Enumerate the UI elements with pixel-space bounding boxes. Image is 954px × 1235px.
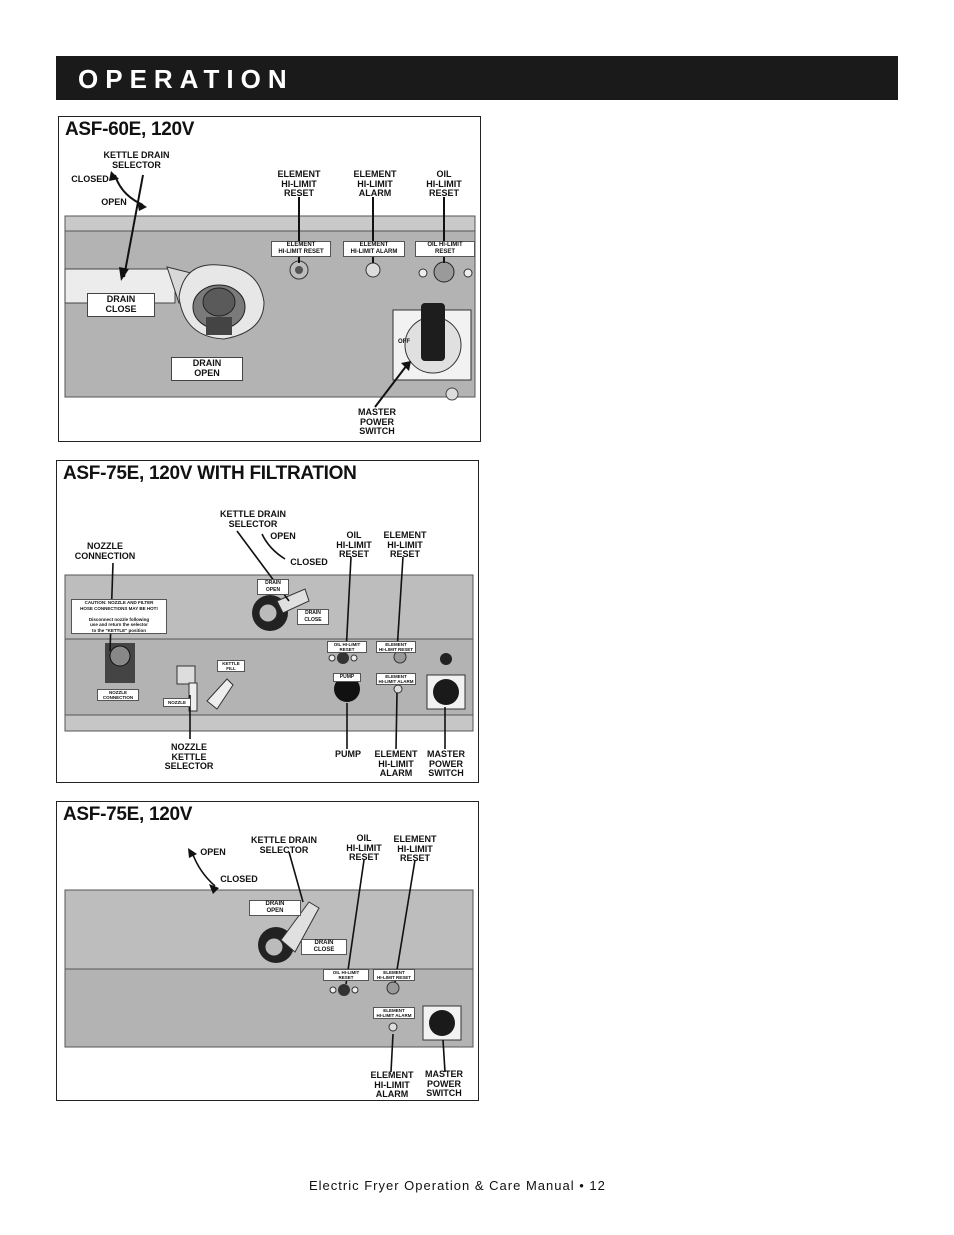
section-header-bar: OPERATION bbox=[56, 56, 898, 100]
figure-title: ASF-60E, 120V bbox=[65, 119, 195, 140]
plate-kettle-fill: KETTLE FILL bbox=[217, 660, 245, 672]
label-oil-hi-limit-reset: OIL HI-LIMIT RESET bbox=[336, 530, 372, 559]
plate-nozzle: NOZZLE bbox=[163, 698, 191, 707]
label-closed: CLOSED bbox=[220, 874, 258, 884]
plate-element-hi-limit-alarm: ELEMENT HI-LIMIT ALARM bbox=[376, 673, 416, 685]
label-closed: CLOSED bbox=[290, 557, 328, 567]
caution-plate: CAUTION: NOZZLE AND FILTER HOSE CONNECTI… bbox=[71, 599, 167, 634]
label-element-hi-limit-alarm: ELEMENT HI-LIMIT ALARM bbox=[353, 169, 397, 198]
tag-drain-close: DRAIN CLOSE bbox=[301, 939, 347, 955]
tag-drain-open: DRAIN OPEN bbox=[257, 579, 289, 595]
label-kettle-drain-selector: KETTLE DRAIN SELECTOR bbox=[103, 150, 170, 170]
label-nozzle-kettle-selector: NOZZLE KETTLE SELECTOR bbox=[164, 742, 214, 771]
label-kettle-drain-selector: KETTLE DRAIN SELECTOR bbox=[251, 835, 317, 855]
page-footer: Electric Fryer Operation & Care Manual •… bbox=[309, 1178, 606, 1193]
plate-nozzle-connection: NOZZLE CONNECTION bbox=[97, 689, 139, 701]
figure-asf-60e: ASF-60E, 120V bbox=[58, 116, 481, 442]
figure-title: ASF-75E, 120V WITH FILTRATION bbox=[63, 463, 357, 484]
plate-oil-hi-limit-reset: OIL HI-LIMIT RESET bbox=[323, 969, 369, 981]
label-oil-hi-limit-reset: OIL HI-LIMIT RESET bbox=[426, 169, 462, 198]
plate-element-hi-limit-reset: ELEMENT HI-LIMIT RESET bbox=[271, 241, 331, 257]
plate-pump: PUMP bbox=[333, 673, 361, 682]
section-title: OPERATION bbox=[78, 64, 294, 94]
switch-off-label: OFF bbox=[398, 339, 410, 345]
figure-title: ASF-75E, 120V bbox=[63, 804, 193, 825]
label-open: OPEN bbox=[101, 197, 127, 207]
label-open: OPEN bbox=[270, 531, 296, 541]
label-element-hi-limit-reset: ELEMENT HI-LIMIT RESET bbox=[383, 530, 427, 559]
plate-element-hi-limit-alarm: ELEMENT HI-LIMIT ALARM bbox=[343, 241, 405, 257]
plate-element-hi-limit-reset: ELEMENT HI-LIMIT RESET bbox=[376, 641, 416, 653]
label-pump: PUMP bbox=[334, 749, 361, 759]
tag-drain-open: DRAIN OPEN bbox=[249, 900, 301, 916]
label-element-hi-limit-reset: ELEMENT HI-LIMIT RESET bbox=[277, 169, 321, 198]
tag-drain-close: DRAIN CLOSE bbox=[297, 609, 329, 625]
plate-oil-hi-limit-reset: OIL HI-LIMIT RESET bbox=[415, 241, 475, 257]
label-master-power-switch: MASTER POWER SWITCH bbox=[427, 749, 465, 778]
plate-element-hi-limit-alarm: ELEMENT HI-LIMIT ALARM bbox=[373, 1007, 415, 1019]
label-element-hi-limit-reset: ELEMENT HI-LIMIT RESET bbox=[393, 834, 437, 863]
figure-asf-75e: ASF-75E, 120V OPEN CLO bbox=[56, 801, 479, 1101]
label-open: OPEN bbox=[200, 847, 226, 857]
figure-asf-75e-filtration: ASF-75E, 120V WITH FILTRATION bbox=[56, 460, 479, 783]
label-oil-hi-limit-reset: OIL HI-LIMIT RESET bbox=[346, 833, 382, 862]
tag-drain-close: DRAIN CLOSE bbox=[87, 293, 155, 317]
tag-drain-open: DRAIN OPEN bbox=[171, 357, 243, 381]
label-master-power-switch: MASTER POWER SWITCH bbox=[425, 1069, 463, 1098]
label-element-hi-limit-alarm: ELEMENT HI-LIMIT ALARM bbox=[370, 1070, 414, 1099]
label-element-hi-limit-alarm: ELEMENT HI-LIMIT ALARM bbox=[374, 749, 418, 778]
fryer-panel-illustration bbox=[64, 848, 474, 1073]
label-nozzle-connection: NOZZLE CONNECTION bbox=[74, 541, 136, 561]
plate-oil-hi-limit-reset: OIL HI-LIMIT RESET bbox=[327, 641, 367, 653]
label-kettle-drain-selector: KETTLE DRAIN SELECTOR bbox=[220, 509, 286, 529]
plate-element-hi-limit-reset: ELEMENT HI-LIMIT RESET bbox=[373, 969, 415, 981]
label-master-power-switch: MASTER POWER SWITCH bbox=[358, 407, 396, 436]
label-closed: CLOSED bbox=[71, 174, 109, 184]
